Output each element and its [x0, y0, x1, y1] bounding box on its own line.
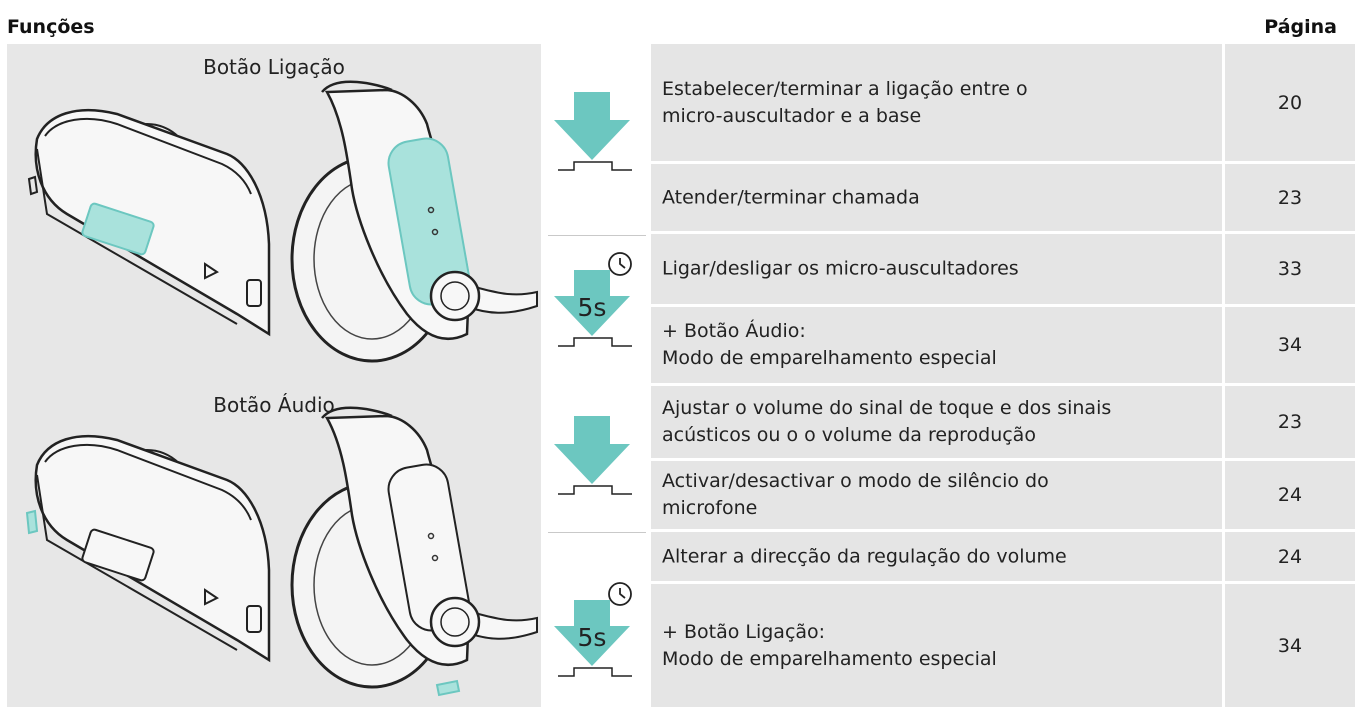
page-cell: 23 — [1225, 164, 1355, 231]
function-description: + Botão Áudio:Modo de emparelhamento esp… — [662, 320, 997, 369]
function-row: Ligar/desligar os micro-auscultadores — [651, 234, 1222, 304]
page-cell: 24 — [1225, 461, 1355, 529]
long-press-arrow-icon: 5s — [554, 582, 632, 677]
page-number: 23 — [1277, 411, 1303, 433]
function-description: Activar/desactivar o modo de silêncio do… — [662, 470, 1049, 519]
gesture-separator — [548, 532, 646, 533]
headset-call-button-illustration — [27, 80, 538, 363]
long-press-gesture-2: 5s — [548, 580, 648, 684]
page-number: 34 — [1277, 334, 1303, 356]
function-row: Alterar a direcção da regulação do volum… — [651, 532, 1222, 581]
section-audio-button: Botão Áudio — [7, 385, 541, 707]
page-number: 33 — [1277, 258, 1303, 280]
gesture-separator — [548, 235, 646, 236]
press-arrow-icon — [554, 416, 632, 495]
headset-audio-button-illustration — [25, 406, 538, 697]
page-cell: 24 — [1225, 532, 1355, 581]
audio-button-title: Botão Áudio — [213, 393, 335, 417]
short-press-gesture-2 — [548, 416, 648, 502]
page-number: 34 — [1277, 634, 1303, 657]
function-description: + Botão Ligação:Modo de emparelhamento e… — [662, 620, 997, 670]
page-number: 20 — [1277, 91, 1303, 114]
function-row: + Botão Áudio:Modo de emparelhamento esp… — [651, 307, 1222, 383]
function-description: Alterar a direcção da regulação do volum… — [662, 545, 1067, 567]
function-row: Atender/terminar chamada — [651, 164, 1222, 231]
function-row: Activar/desactivar o modo de silêncio do… — [651, 461, 1222, 529]
function-description: Ajustar o volume do sinal de toque e dos… — [662, 397, 1112, 446]
call-button-title: Botão Ligação — [203, 55, 345, 79]
page-cell: 33 — [1225, 234, 1355, 304]
page-cell: 34 — [1225, 584, 1355, 707]
page-column-header: Página — [1264, 16, 1337, 38]
function-description: Atender/terminar chamada — [662, 186, 920, 208]
page-cell: 20 — [1225, 44, 1355, 161]
page-cell: 34 — [1225, 307, 1355, 383]
long-press-duration: 5s — [578, 293, 607, 322]
long-press-gesture-1: 5s — [548, 250, 648, 354]
short-press-gesture-1 — [548, 92, 648, 178]
page-number: 24 — [1277, 545, 1303, 568]
press-arrow-icon — [554, 92, 632, 171]
functions-column-header: Funções — [7, 16, 95, 38]
page-number: 23 — [1277, 186, 1303, 209]
section-call-button: Botão Ligação — [7, 44, 541, 385]
long-press-arrow-icon: 5s — [554, 252, 632, 347]
function-row: Ajustar o volume do sinal de toque e dos… — [651, 386, 1222, 458]
page-number: 24 — [1277, 484, 1303, 506]
page-cell: 23 — [1225, 386, 1355, 458]
function-description: Ligar/desligar os micro-auscultadores — [662, 257, 1019, 280]
function-row: + Botão Ligação:Modo de emparelhamento e… — [651, 584, 1222, 707]
long-press-duration: 5s — [578, 623, 607, 652]
